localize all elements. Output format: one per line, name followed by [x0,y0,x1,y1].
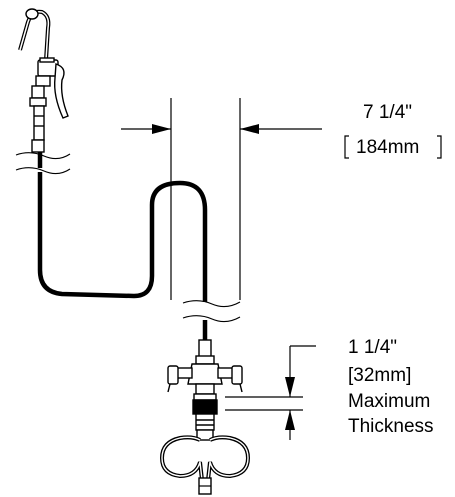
width-imperial-label: 7 1/4" [363,102,412,123]
hose [37,172,208,302]
bracket-open [344,135,349,159]
width-metric-label: 184mm [356,137,419,158]
thickness-label-maximum: Maximum [348,391,430,412]
thickness-imperial-label: 1 1/4" [348,337,397,358]
break-marks-right [182,300,241,323]
thickness-label-thickness: Thickness [348,416,434,437]
break-marks-left [15,152,71,175]
faucet-assembly-icon [167,339,243,441]
arrow-down-icon [285,377,295,397]
arrow-up-icon [285,410,295,430]
thickness-metric-label: [32mm] [348,365,411,386]
supply-hoses-icon [159,435,251,481]
thickness-dimension [225,345,316,440]
arrow-left-icon [240,124,259,134]
bracket-close [437,135,442,159]
supply-hoses-inner [161,436,249,481]
spray-valve-icon [18,8,69,153]
arrow-right-icon [152,124,171,134]
